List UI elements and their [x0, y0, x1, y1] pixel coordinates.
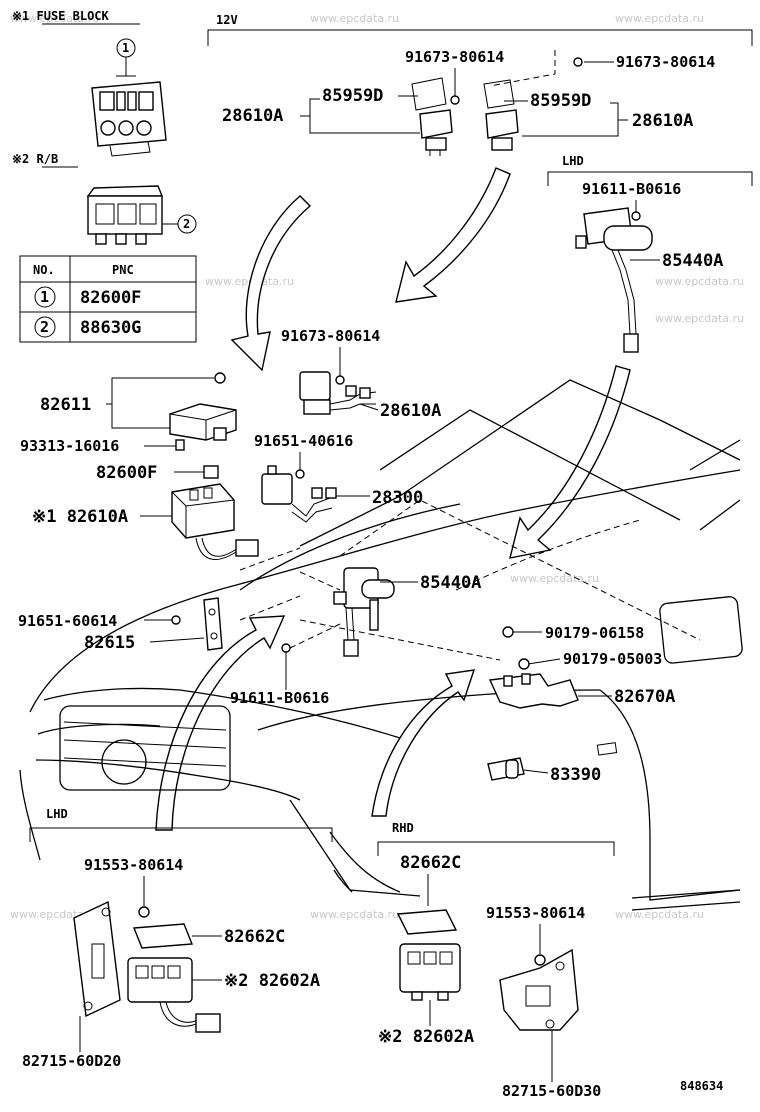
part-label-82715-60D20: 82715-60D20	[22, 1052, 121, 1070]
arrow-icon	[230, 195, 312, 372]
part-label-82662C: 82662C	[400, 853, 461, 873]
relay-block-inset: ※2 R/B 2	[12, 152, 197, 245]
watermark: www.epcdata.ru	[310, 908, 399, 921]
center-parts: 91673-80614 28610A 82611 93313-16016 916…	[18, 327, 675, 785]
part-label-91673-80614: 91673-80614	[405, 48, 504, 66]
part-label-91673-80614: 91673-80614	[616, 53, 715, 71]
fuse-block-icon	[171, 483, 259, 561]
relay-icon	[261, 465, 337, 523]
voltage-heading: 12V	[216, 13, 238, 27]
cover-icon	[396, 909, 458, 935]
sensor-icon	[487, 757, 525, 781]
vsv-icon	[333, 567, 395, 657]
relay-icon	[411, 77, 460, 156]
table-row-number-circle	[34, 286, 56, 308]
watermark: www.epcdata.ru	[615, 12, 704, 25]
table-row-number: 1	[40, 288, 49, 306]
part-label-85959D: 85959D	[530, 91, 591, 111]
part-label-82600F: 82600F	[96, 463, 157, 483]
control-module-icon	[169, 403, 237, 441]
pnc-table: NO. PNC 1 82600F 2 88630G	[19, 255, 197, 343]
part-label-91651-60614: 91651-60614	[18, 612, 117, 630]
fuse-block-heading: ※1 FUSE BLOCK	[12, 9, 110, 23]
arrow-icon	[371, 669, 476, 817]
relay-12v-group: 12V 91673-80614 91673-80614 85959D 85959…	[207, 13, 753, 156]
part-label-83390: 83390	[550, 765, 601, 785]
table-row-pnc: 88630G	[80, 318, 141, 338]
rhd-heading: RHD	[392, 821, 414, 835]
lhd-top-group: LHD 91611-B0616 85440A	[547, 154, 753, 353]
cover-icon	[132, 923, 194, 949]
part-label-90179-06158: 90179-06158	[545, 624, 644, 642]
rhd-bottom-group: RHD 82662C ※2 82602A 91553-80614 82715-6…	[377, 821, 615, 1100]
part-label-82662C: 82662C	[224, 927, 285, 947]
grille	[59, 705, 231, 791]
side-mirror	[659, 596, 743, 664]
callout-number: 1	[122, 41, 129, 55]
watermark: www.epcdata.ru	[510, 572, 599, 585]
part-label-28610A: 28610A	[632, 111, 693, 131]
table-row-number-circle	[34, 316, 56, 338]
fuse-block-icon	[91, 81, 167, 157]
part-label-82610A: ※1 82610A	[32, 507, 128, 527]
part-label-91553-80614: 91553-80614	[486, 904, 585, 922]
bracket-icon	[499, 948, 579, 1031]
lhd-heading: LHD	[562, 154, 584, 168]
part-label-82602A: ※2 82602A	[378, 1027, 474, 1047]
part-label-82670A: 82670A	[614, 687, 675, 707]
watermark: www.epcdata.ru	[310, 12, 399, 25]
lhd-heading: LHD	[46, 807, 68, 821]
relay-block-icon	[399, 943, 461, 1001]
part-label-28610A: 28610A	[380, 401, 441, 421]
watermark: www.epcdata.ru	[615, 908, 704, 921]
part-label-91673-80614: 91673-80614	[281, 327, 380, 345]
relay-block-icon	[86, 185, 164, 245]
part-label-28610A: 28610A	[222, 106, 283, 126]
part-label-28300: 28300	[372, 488, 423, 508]
arrow-icon	[155, 615, 286, 831]
part-label-91611-B0616: 91611-B0616	[582, 180, 681, 198]
part-label-91611-B0616: 91611-B0616	[230, 689, 329, 707]
part-label-85440A: 85440A	[420, 573, 481, 593]
bracket-icon	[488, 673, 579, 709]
part-label-85440A: 85440A	[662, 251, 723, 271]
watermark: www.epcdata.ru	[655, 312, 744, 325]
callout-number: 2	[183, 217, 190, 231]
arrow-icon	[395, 167, 511, 303]
relay-block-icon	[127, 957, 221, 1033]
watermark: www.epcdata.ru	[10, 12, 99, 25]
part-label-82615: 82615	[84, 633, 135, 653]
part-label-91553-80614: 91553-80614	[84, 856, 183, 874]
lhd-bottom-group: LHD 91553-80614 82662C ※2 82602A 82715-6…	[22, 807, 333, 1070]
relay-icon	[483, 50, 583, 151]
headlamp	[101, 739, 147, 785]
watermark: www.epcdata.ru	[655, 275, 744, 288]
table-row-number: 2	[40, 318, 49, 336]
table-row-pnc: 82600F	[80, 288, 141, 308]
bracket-icon	[203, 597, 223, 651]
part-label-91651-40616: 91651-40616	[254, 432, 353, 450]
figure-number: 848634	[680, 1079, 723, 1093]
bracket-icon	[73, 900, 121, 1018]
part-label-93313-16016: 93313-16016	[20, 437, 119, 455]
relay-icon	[299, 371, 377, 415]
vsv-icon	[575, 207, 653, 353]
part-label-82602A: ※2 82602A	[224, 971, 320, 991]
table-header-no: NO.	[33, 263, 55, 277]
part-label-82611: 82611	[40, 395, 91, 415]
part-label-85959D: 85959D	[322, 86, 383, 106]
fuse-block-inset: ※1 FUSE BLOCK 1	[12, 9, 167, 157]
callout-circle-2	[177, 214, 197, 234]
part-label-82715-60D30: 82715-60D30	[502, 1082, 601, 1100]
relay-block-heading: ※2 R/B	[12, 152, 58, 166]
table-header-pnc: PNC	[112, 263, 134, 277]
part-label-90179-05003: 90179-05003	[563, 650, 662, 668]
direction-arrows	[155, 167, 631, 831]
